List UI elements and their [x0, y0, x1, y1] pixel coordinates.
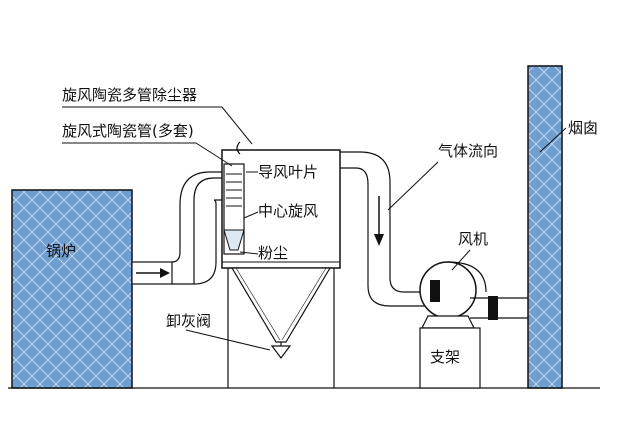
support-label: 支架 — [430, 348, 460, 366]
boiler-label: 锅炉 — [46, 242, 76, 260]
fan-housing — [419, 261, 477, 319]
center-cyclone-label: 中心旋风 — [258, 202, 318, 220]
dust-leader — [239, 251, 259, 255]
center-cyclone-cone — [223, 229, 245, 251]
chimney-leader — [539, 127, 567, 153]
gas-flow-leader — [387, 161, 439, 211]
outlet-duct-inner — [340, 167, 432, 307]
fan-base — [421, 315, 475, 329]
down-arrow-head — [374, 234, 384, 246]
outlet-duct — [340, 151, 432, 293]
guide-vane-label: 导风叶片 — [258, 163, 318, 181]
center-cyclone-leader — [243, 211, 259, 219]
boiler-body — [11, 189, 133, 389]
inlet-elbow — [171, 171, 226, 263]
gas-flow-label: 气体流向 — [438, 142, 498, 160]
tubes-label: 旋风式陶瓷管(多套) — [62, 122, 194, 140]
discharge-valve-label: 卸灰阀 — [166, 312, 211, 330]
discharge-valve-leader — [185, 329, 271, 351]
fan-volute — [447, 261, 487, 293]
discharge-valve-icon — [270, 345, 292, 359]
collector-leader-slant — [221, 106, 253, 145]
fan-support — [419, 327, 481, 389]
fan-outlet — [470, 297, 528, 319]
tube-top-hook — [236, 141, 241, 155]
guide-vane-symbol — [226, 173, 242, 207]
fan-leader — [451, 249, 471, 271]
collector-label: 旋风陶瓷多管除尘器 — [62, 86, 197, 104]
chimney-label: 烟囱 — [568, 119, 598, 137]
inlet-arrow-head — [160, 268, 170, 278]
hopper-inner-lines — [235, 267, 327, 341]
fan-outlet-flange — [488, 296, 498, 320]
fan-inlet-flange — [430, 280, 440, 302]
dust-hopper — [230, 267, 332, 343]
fan-label: 风机 — [458, 230, 488, 248]
dust-label: 粉尘 — [258, 244, 288, 262]
tubes-leader-slant — [195, 142, 233, 167]
chimney-body — [527, 65, 563, 389]
inlet-riser — [172, 177, 227, 285]
